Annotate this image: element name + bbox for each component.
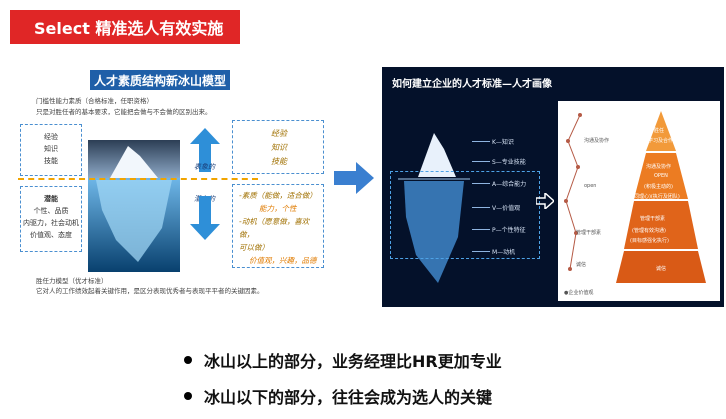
threshold-desc: 只是对胜任者的基本要求，它能把会做与不会做的区别出来。 <box>36 108 212 116</box>
bullet-point-1: 冰山以上的部分，业务经理比HR更加专业 <box>184 348 502 372</box>
page-title: Select 精准选人有效实施 <box>34 19 224 38</box>
hidden-item-1: -素质（能做，适合做） <box>239 191 317 200</box>
below-item-3: 内驱力，社会动机 <box>23 219 79 227</box>
label-k: K—知识 <box>492 139 514 146</box>
label-s: S—专业技能 <box>492 159 526 166</box>
surface-item-1: 经验 <box>271 129 287 138</box>
below-item-1: 潜能 <box>44 195 58 203</box>
legend-label: ●企业价值观 <box>564 290 594 296</box>
label-line-m <box>472 251 490 252</box>
bullet-dot-icon <box>184 392 192 400</box>
label-line-p <box>472 229 490 230</box>
competency-note: 胜任力模型（优才标准） <box>36 277 108 285</box>
pyramid-l3-sub: (管理有效沟通) <box>632 228 666 234</box>
threshold-note: 门槛性能力素质（合格标准，任职资格） <box>36 97 153 105</box>
hidden-box: -素质（能做，适合做） 能力，个性 -动机（愿意做，喜欢做， 可以做） 价值观，… <box>232 184 324 268</box>
pyramid-l4-title: 诚信 <box>656 266 667 272</box>
pyramid-l1-sub: (学习及合作能力) <box>646 138 685 144</box>
surface-item-2: 知识 <box>271 143 287 152</box>
label-line-s <box>472 161 490 162</box>
label-m: M—动机 <box>492 249 516 256</box>
label-line-k <box>472 141 490 142</box>
side-label-2: open <box>584 183 597 189</box>
label-a: A—综合能力 <box>492 181 527 188</box>
pyramid-l2-title: 沟通及协作 <box>646 164 672 170</box>
talent-portrait-title: 如何建立企业的人才标准—人才画像 <box>392 79 552 90</box>
competency-network-diagram <box>564 113 582 271</box>
bullet-text-1: 冰山以上的部分，业务经理比HR更加专业 <box>204 352 502 371</box>
above-item-1: 经验 <box>44 133 58 141</box>
surface-item-3: 技能 <box>271 157 287 166</box>
small-arrow-icon <box>536 193 554 209</box>
pyramid-l2-sub: (积极主动的) <box>644 184 673 190</box>
below-surface-frame <box>390 171 540 259</box>
arrow-down-icon <box>190 196 220 240</box>
iceberg-image <box>88 140 180 272</box>
pyramid-l2-sub2: (同理心)(执行及团队) <box>632 194 680 200</box>
below-item-2: 个性、品质 <box>33 207 69 215</box>
bullet-dot-icon <box>184 356 192 364</box>
pyramid-l2-open: OPEN <box>654 173 668 179</box>
label-line-a <box>472 183 490 184</box>
hidden-item-4: 可以做） <box>239 243 269 252</box>
hidden-item-3: -动机（愿意做，喜欢做， <box>239 217 310 239</box>
iceberg-model-title: 人才素质结构新冰山模型 <box>90 70 230 90</box>
pyramid-l3-title: 管理干部素 <box>640 216 666 222</box>
side-label-1: 沟通及协作 <box>584 138 610 144</box>
label-line-v <box>472 207 490 208</box>
talent-pyramid <box>616 111 706 283</box>
label-v: V—价值观 <box>492 205 521 212</box>
below-item-4: 价值观、态度 <box>30 231 72 239</box>
surface-label: 表象的 <box>194 163 215 171</box>
pyramid-l1-title: 胜任 <box>654 128 665 134</box>
label-p: P—个性特征 <box>492 227 526 234</box>
pyramid-l3-sub2: (目标感强化执行) <box>630 238 669 244</box>
bullet-point-2: 冰山以下的部分，往往会成为选人的关键 <box>184 384 492 408</box>
dark-iceberg-image <box>398 133 470 283</box>
arrow-right-icon <box>334 162 374 194</box>
hidden-item-5: 价值观，兴趣，品德 <box>249 256 317 265</box>
above-water-box: 经验 知识 技能 <box>20 124 82 176</box>
portrait-pyramid-panel: 沟通及协作 open 管理干部素 诚信 ●企业价值观 胜任 (学习及合作能力) … <box>558 101 720 301</box>
above-item-2: 知识 <box>44 145 58 153</box>
talent-portrait-panel: 如何建立企业的人才标准—人才画像 K—知识 S—专业技能 A—综合能力 V—价值… <box>382 67 724 307</box>
arrow-up-icon <box>190 128 220 172</box>
iceberg-model-title-text: 人才素质结构新冰山模型 <box>93 73 226 88</box>
bullet-text-2: 冰山以下的部分，往往会成为选人的关键 <box>204 388 493 407</box>
hidden-item-2: 能力，个性 <box>259 204 297 213</box>
page-title-banner: Select 精准选人有效实施 <box>10 10 240 44</box>
competency-desc: 它对人的工作绩效起着关键作用，是区分表现优秀者与表现平平者的关键因素。 <box>36 287 264 295</box>
surface-box: 经验 知识 技能 <box>232 120 324 174</box>
below-water-box: 潜能 个性、品质 内驱力，社会动机 价值观、态度 <box>20 186 82 252</box>
side-label-3: 管理干部素 <box>576 230 602 236</box>
water-line <box>18 178 258 180</box>
above-item-3: 技能 <box>44 157 58 165</box>
side-label-4: 诚信 <box>576 262 587 268</box>
